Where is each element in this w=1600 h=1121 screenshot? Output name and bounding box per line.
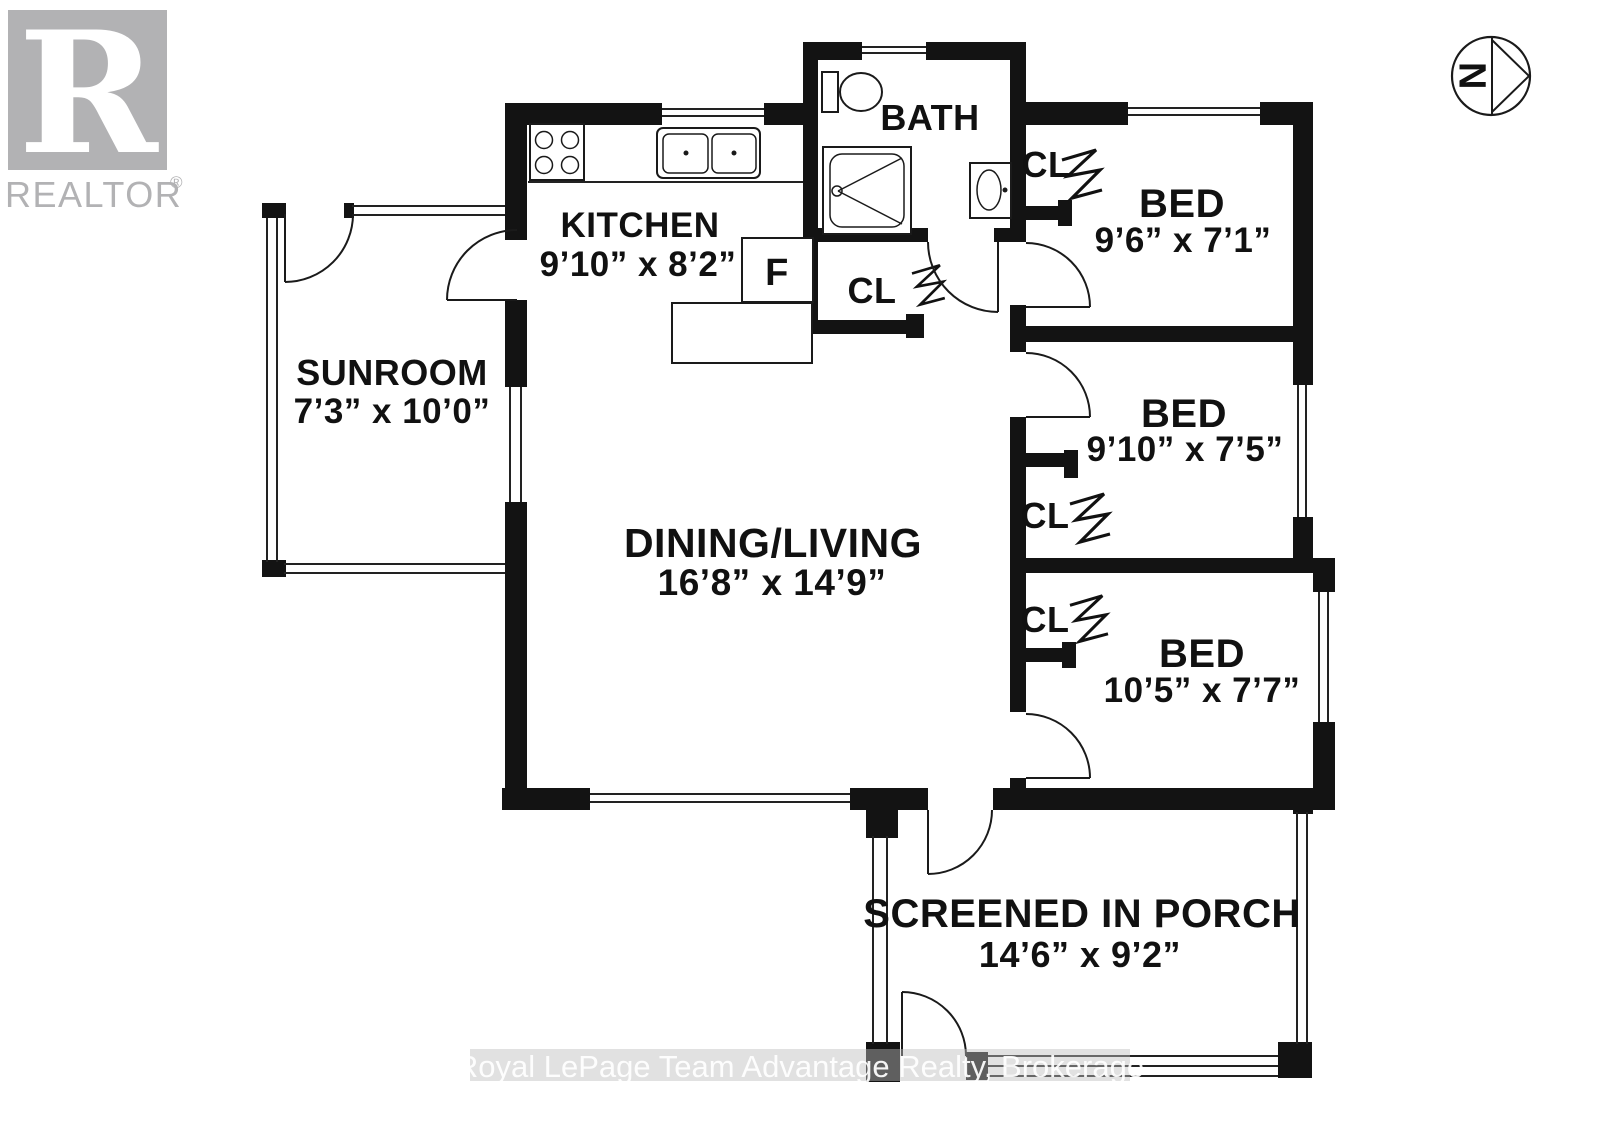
bed3-window (1313, 592, 1335, 722)
entry-porch-door (927, 809, 993, 875)
watermark: Royal LePage Team Advantage Realty, Brok… (456, 1049, 1144, 1084)
kitchen-peninsula (671, 302, 813, 364)
compass-n-label: N (1450, 62, 1492, 90)
bath-closet-label: CL (848, 270, 897, 311)
bed2-window (1293, 385, 1313, 517)
doors (284, 213, 1091, 1057)
fridge-label: F (765, 252, 789, 294)
sunroom-exterior-door (284, 213, 354, 283)
closet-rod-icons (911, 148, 1113, 645)
kitchen-window (662, 103, 764, 125)
bed3-closet-label: CL (1021, 599, 1070, 640)
bed2-closet-label: CL (1021, 495, 1070, 536)
kitchen-fixtures (528, 123, 814, 364)
dining-living-dims: 16’8” x 14’9” (658, 562, 887, 603)
fridge-box (741, 237, 814, 303)
bed1-door (1025, 242, 1091, 308)
watermark-band (470, 1049, 1130, 1081)
stove-icon (529, 123, 585, 181)
porch-screen-walls (872, 812, 1308, 1077)
porch-name: SCREENED IN PORCH (863, 892, 1300, 936)
porch-dims: 14’6” x 9’2” (979, 934, 1181, 975)
bed3-closet-rod-icon (1069, 594, 1111, 645)
room-dining-living: DINING/LIVING 16’8” x 14’9” (624, 520, 922, 603)
bath-closet-rod-icon (911, 264, 948, 308)
realtor-wordmark: REALTOR (5, 174, 182, 215)
realtor-logo: R REALTOR ® (5, 0, 184, 215)
bed2-closet-rod-icon (1069, 492, 1113, 546)
bed1-closet-rod-icon (1061, 148, 1105, 202)
bath-door (927, 241, 999, 313)
bed1-window (1128, 102, 1260, 125)
room-labels: SUNROOM 7’3” x 10’0” KITCHEN 9’10” x 8’2… (294, 97, 1301, 975)
kitchen-sunroom-door (446, 229, 518, 301)
bath-sink-icon (969, 162, 1012, 219)
dining-living-name: DINING/LIVING (624, 520, 922, 566)
porch-exterior-door (901, 991, 967, 1057)
room-kitchen: KITCHEN 9’10” x 8’2” (540, 206, 737, 284)
kitchen-name: KITCHEN (560, 206, 719, 245)
room-bath: BATH (880, 97, 979, 138)
kitchen-dims: 9’10” x 8’2” (540, 245, 737, 284)
room-bed-1: BED 9’6” x 7’1” (1095, 182, 1272, 260)
bath-fixtures (821, 71, 1012, 235)
room-bed-2: BED 9’10” x 7’5” (1087, 392, 1284, 469)
sunroom-house-window (505, 387, 527, 502)
room-bed-3: BED 10’5” x 7’7” (1104, 632, 1301, 710)
bed3-name: BED (1159, 632, 1245, 676)
bed2-name: BED (1141, 392, 1227, 436)
sunroom-name: SUNROOM (296, 352, 488, 393)
room-sunroom: SUNROOM 7’3” x 10’0” (294, 352, 491, 431)
bed1-name: BED (1139, 182, 1225, 226)
realtor-registered-mark: ® (170, 173, 184, 192)
watermark-text: Royal LePage Team Advantage Realty, Brok… (456, 1049, 1144, 1084)
bed2-dims: 9’10” x 7’5” (1087, 430, 1284, 469)
compass-icon: N (1450, 35, 1532, 117)
room-screened-porch: SCREENED IN PORCH 14’6” x 9’2” (863, 892, 1300, 975)
living-window (590, 788, 850, 810)
north-arrow-icon (1491, 37, 1531, 115)
realtor-logo-block (8, 10, 167, 170)
bed3-door (1025, 713, 1091, 779)
sunroom-glass-walls (266, 205, 505, 574)
kitchen-sink-icon (656, 127, 761, 179)
bed3-dims: 10’5” x 7’7” (1104, 671, 1301, 710)
bed1-closet-label: CL (1022, 144, 1071, 185)
bed2-door (1025, 352, 1091, 418)
bath-window (862, 42, 926, 60)
bath-name: BATH (880, 97, 979, 138)
bed1-dims: 9’6” x 7’1” (1095, 221, 1272, 260)
windows (505, 42, 1335, 810)
realtor-logo-r: R (18, 0, 159, 192)
shower-icon (822, 146, 912, 235)
entry-door-gap (928, 788, 993, 810)
sunroom-dims: 7’3” x 10’0” (294, 392, 491, 431)
toilet-icon (821, 71, 883, 113)
